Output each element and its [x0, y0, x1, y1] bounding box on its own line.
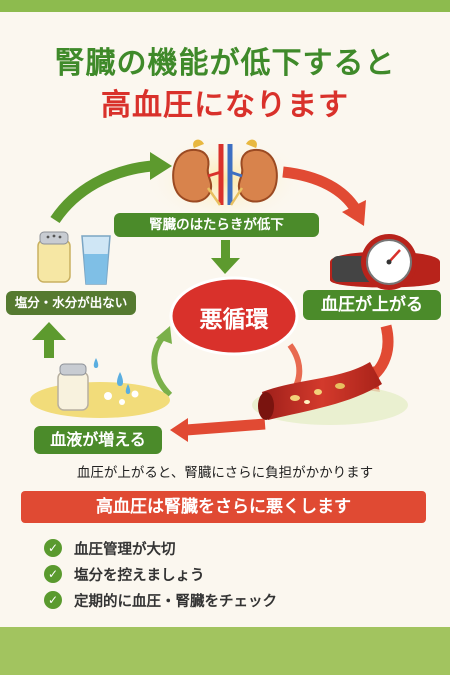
- kidney-icon: [145, 135, 305, 225]
- arrow-up-salt: [32, 322, 66, 358]
- title-line-1: 腎臓の機能が低下すると: [54, 46, 396, 81]
- salt-shaker-icon: [37, 231, 71, 283]
- explanation-note: 血圧が上がると、腎臓にさらに負担がかかります: [76, 465, 374, 481]
- tip-text: 塩分を控えましょう: [74, 567, 205, 584]
- arrow-to-kidney: [50, 160, 153, 224]
- tip-text: 血圧管理が大切: [74, 541, 176, 558]
- top-band: [0, 0, 450, 12]
- list-item: ✓ 血圧管理が大切: [44, 535, 277, 561]
- blood-pressure-monitor-icon: [330, 234, 440, 290]
- salt-pile-icon: [30, 358, 170, 418]
- tip-text: 定期的に血圧・腎臓をチェック: [74, 593, 277, 610]
- blood-vessel-icon: [252, 362, 408, 425]
- list-item: ✓ 塩分を控えましょう: [44, 561, 277, 587]
- list-item: ✓ 定期的に血圧・腎臓をチェック: [44, 587, 277, 613]
- kidney-function-label: 腎臓のはたらきが低下: [114, 213, 319, 237]
- blood-pressure-label: 血圧が上がる: [303, 290, 441, 320]
- inner-arrow-left: [151, 332, 173, 398]
- blood-volume-label: 血液が増える: [34, 426, 162, 454]
- salt-water-label: 塩分・水分が出ない: [6, 291, 136, 315]
- check-icon: ✓: [44, 539, 62, 557]
- warning-banner: 高血圧は腎臓をさらに悪くします: [21, 491, 426, 523]
- arrow-to-bp: [282, 166, 361, 214]
- arrow-down-center: [211, 240, 240, 274]
- bottom-band: [0, 627, 450, 675]
- check-icon: ✓: [44, 591, 62, 609]
- title-line-2: 高血圧になります: [101, 88, 349, 123]
- center-circle: [169, 276, 299, 356]
- vicious-cycle-label: 悪循環: [199, 307, 269, 333]
- arrow-to-blood: [185, 418, 266, 436]
- tips-list: ✓ 血圧管理が大切 ✓ 塩分を控えましょう ✓ 定期的に血圧・腎臓をチェック: [44, 535, 277, 613]
- check-icon: ✓: [44, 565, 62, 583]
- water-glass-icon: [81, 235, 111, 285]
